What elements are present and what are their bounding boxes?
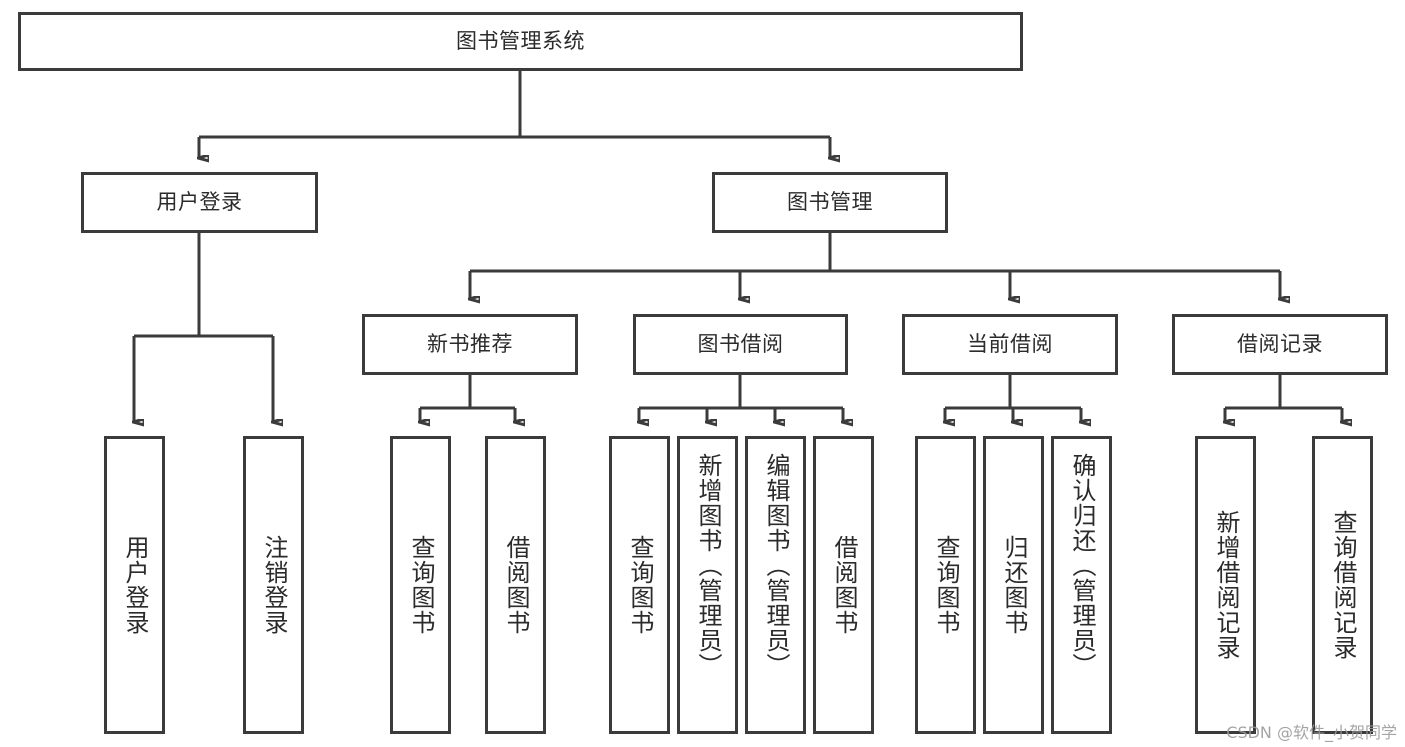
node-label: 新增图书（管理员） xyxy=(693,453,722,678)
node-label: 图书管理系统 xyxy=(456,29,585,54)
node-leaf-add-book-admin[interactable]: 新增图书（管理员） xyxy=(677,436,738,734)
node-label: 图书管理 xyxy=(787,190,873,215)
node-label: 确认归还（管理员） xyxy=(1067,453,1096,678)
node-user-login[interactable]: 用户登录 xyxy=(81,172,318,233)
node-label: 查询借阅记录 xyxy=(1328,510,1357,660)
node-label: 图书借阅 xyxy=(697,332,784,357)
node-label: 查询图书 xyxy=(931,535,960,635)
node-label: 新书推荐 xyxy=(427,332,513,357)
node-new-book-recommend[interactable]: 新书推荐 xyxy=(362,314,578,375)
node-label: 查询图书 xyxy=(625,535,654,635)
node-label: 借阅记录 xyxy=(1237,332,1323,357)
node-leaf-query-book-borrow[interactable]: 查询图书 xyxy=(609,436,670,734)
node-label: 用户登录 xyxy=(156,190,243,215)
node-leaf-borrow-book[interactable]: 借阅图书 xyxy=(813,436,874,734)
node-label: 借阅图书 xyxy=(501,535,530,635)
node-book-management[interactable]: 图书管理 xyxy=(712,172,948,233)
node-leaf-query-book-recommend[interactable]: 查询图书 xyxy=(390,436,451,734)
node-leaf-confirm-return-admin[interactable]: 确认归还（管理员） xyxy=(1051,436,1112,734)
node-leaf-query-book-current[interactable]: 查询图书 xyxy=(915,436,976,734)
node-leaf-user-login[interactable]: 用户登录 xyxy=(104,436,165,734)
node-leaf-return-book[interactable]: 归还图书 xyxy=(983,436,1044,734)
node-leaf-query-borrow-record[interactable]: 查询借阅记录 xyxy=(1312,436,1373,734)
node-label: 注销登录 xyxy=(259,535,288,635)
node-leaf-borrow-book-recommend[interactable]: 借阅图书 xyxy=(485,436,546,734)
node-leaf-logout[interactable]: 注销登录 xyxy=(243,436,304,734)
watermark: CSDN @软件_小贺同学 xyxy=(1226,723,1397,742)
node-label: 当前借阅 xyxy=(967,332,1053,357)
node-label: 编辑图书（管理员） xyxy=(761,453,790,678)
node-label: 借阅图书 xyxy=(829,535,858,635)
node-label: 归还图书 xyxy=(999,535,1028,635)
node-label: 用户登录 xyxy=(120,535,149,635)
node-leaf-add-borrow-record[interactable]: 新增借阅记录 xyxy=(1195,436,1256,734)
node-borrow-record[interactable]: 借阅记录 xyxy=(1172,314,1388,375)
node-root-system[interactable]: 图书管理系统 xyxy=(18,12,1023,71)
node-leaf-edit-book-admin[interactable]: 编辑图书（管理员） xyxy=(745,436,806,734)
node-label: 新增借阅记录 xyxy=(1211,510,1240,660)
node-current-borrow[interactable]: 当前借阅 xyxy=(902,314,1118,375)
node-label: 查询图书 xyxy=(406,535,435,635)
node-book-borrow[interactable]: 图书借阅 xyxy=(633,314,848,375)
